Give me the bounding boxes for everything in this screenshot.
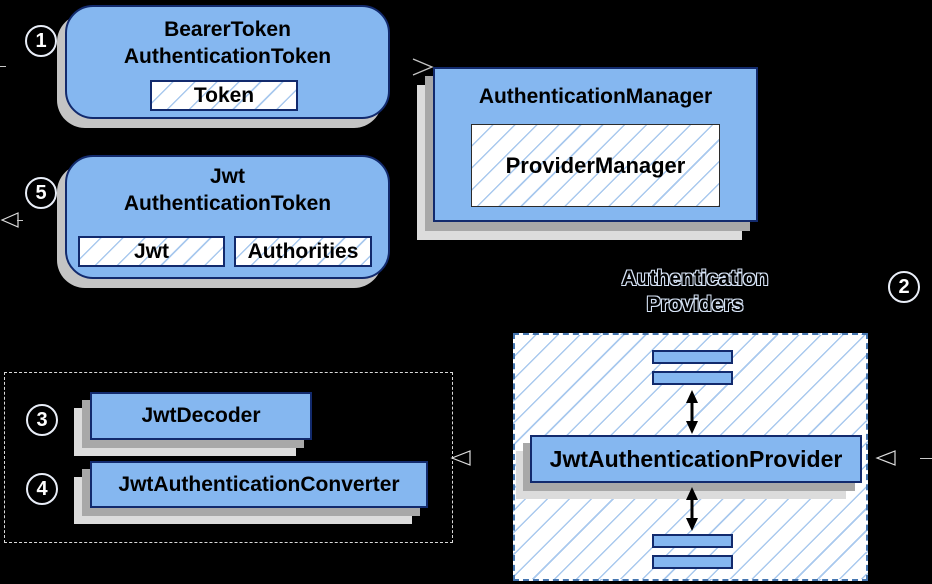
- connector-stub: [0, 66, 6, 67]
- providers-title: Authentication Providers: [560, 266, 830, 318]
- authorities-field: Authorities: [234, 236, 372, 267]
- step-badge-1: 1: [25, 25, 57, 57]
- double-arrow-icon: [686, 487, 698, 531]
- jwt-token-node: Jwt AuthenticationToken Jwt Authorities: [65, 155, 390, 279]
- jwt-field: Jwt: [78, 236, 225, 267]
- jwt-authentication-provider-label: JwtAuthenticationProvider: [549, 445, 843, 472]
- step-badge-5-label: 5: [35, 181, 47, 204]
- open-arrowhead-icon: [412, 58, 434, 76]
- token-field: Token: [150, 80, 298, 111]
- providers-title-line1: Authentication: [621, 267, 769, 290]
- auth-manager-title: AuthenticationManager: [478, 85, 713, 108]
- step-badge-5: 5: [25, 177, 57, 209]
- connector-stub: [920, 458, 932, 459]
- step-badge-4-label: 4: [36, 477, 48, 500]
- provider-placeholder-bar: [652, 534, 733, 548]
- provider-placeholder-bar: [652, 371, 733, 385]
- jwt-authentication-converter-node: JwtAuthenticationConverter: [90, 461, 428, 508]
- open-arrowhead-icon: [450, 450, 471, 466]
- authentication-providers-box: JwtAuthenticationProvider: [513, 333, 868, 581]
- jwt-token-node-title: Jwt AuthenticationToken: [67, 157, 388, 217]
- token-field-label: Token: [193, 83, 255, 107]
- jwt-token-title-line2: AuthenticationToken: [123, 192, 332, 215]
- step-badge-1-label: 1: [35, 29, 47, 52]
- bearer-token-title-line2: AuthenticationToken: [123, 45, 332, 68]
- step-badge-3: 3: [26, 404, 58, 436]
- open-arrowhead-icon: [875, 450, 896, 466]
- double-arrow-icon: [686, 390, 698, 434]
- providers-title-line2: Providers: [646, 293, 744, 316]
- bearer-token-title-line1: BearerToken: [164, 18, 291, 41]
- jwt-authentication-converter-label: JwtAuthenticationConverter: [118, 472, 400, 496]
- jwt-authentication-provider-node: JwtAuthenticationProvider: [530, 435, 862, 483]
- step-badge-2-label: 2: [898, 275, 910, 298]
- jwt-decoder-label: JwtDecoder: [141, 404, 261, 427]
- jwt-field-label: Jwt: [133, 239, 169, 263]
- provider-placeholder-bar: [652, 350, 733, 364]
- step-badge-2: 2: [888, 271, 920, 303]
- step-badge-4: 4: [26, 473, 58, 505]
- open-arrowhead-icon: [0, 212, 19, 228]
- jwt-token-title-line1: Jwt: [209, 165, 245, 188]
- provider-manager-box: ProviderManager: [471, 124, 720, 207]
- jwt-decoder-node: JwtDecoder: [90, 392, 312, 440]
- provider-manager-label: ProviderManager: [505, 152, 686, 178]
- authentication-manager-node: AuthenticationManager ProviderManager: [433, 67, 758, 222]
- authorities-field-label: Authorities: [247, 239, 359, 263]
- bearer-token-node: BearerToken AuthenticationToken Token: [65, 5, 390, 119]
- provider-placeholder-bar: [652, 555, 733, 569]
- step-badge-3-label: 3: [36, 408, 48, 431]
- connector-stub: [17, 220, 23, 221]
- bearer-token-node-title: BearerToken AuthenticationToken: [67, 7, 388, 70]
